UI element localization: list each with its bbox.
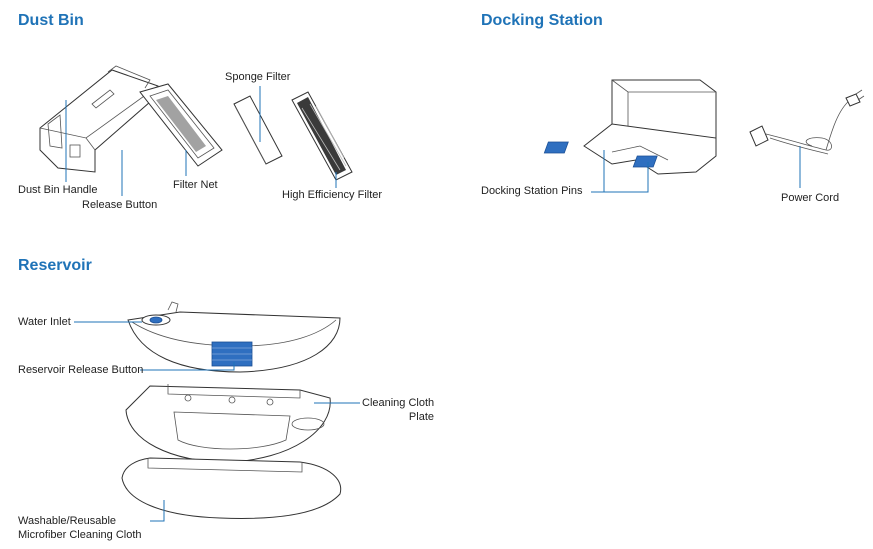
microfiber-cloth-illustration <box>121 457 342 519</box>
power-cord-label: Power Cord <box>781 192 840 204</box>
sponge-filter-illustration <box>233 95 283 165</box>
high-efficiency-filter-label: High Efficiency Filter <box>282 189 383 201</box>
docking-station-title: Docking Station <box>481 12 603 29</box>
dust-bin-title: Dust Bin <box>18 12 84 29</box>
water-inlet-label: Water Inlet <box>18 316 71 328</box>
docking-station-pins-callout-2 <box>604 162 649 193</box>
release-button-label: Release Button <box>82 199 158 211</box>
docking-station-pins-label: Docking Station Pins <box>481 185 583 197</box>
sponge-filter-label: Sponge Filter <box>225 71 291 83</box>
cleaning-cloth-plate-label-line1: Cleaning Cloth <box>362 397 435 409</box>
high-efficiency-filter-illustration <box>291 91 353 181</box>
cleaning-cloth-plate-label: Cleaning Cloth Plate <box>362 396 434 424</box>
cleaning-cloth-plate-label-line2: Plate <box>408 411 434 423</box>
dust-bin-illustration <box>39 65 223 173</box>
reservoir-title: Reservoir <box>18 257 92 274</box>
reservoir-release-button-label: Reservoir Release Button <box>18 364 144 376</box>
reservoir-tank-illustration <box>127 301 341 373</box>
cloth-label-line1: Washable/Reusable <box>18 515 117 527</box>
power-cord-illustration <box>749 89 865 155</box>
cleaning-cloth-plate-illustration <box>125 384 331 463</box>
cloth-label: Washable/Reusable Microfiber Cleaning Cl… <box>18 514 142 542</box>
reservoir-release-button-callout <box>140 362 235 371</box>
filter-net-label: Filter Net <box>173 179 218 191</box>
cloth-callout <box>150 500 165 522</box>
cloth-label-line2: Microfiber Cleaning Cloth <box>18 529 142 541</box>
dust-bin-handle-label: Dust Bin Handle <box>18 184 98 196</box>
docking-station-illustration <box>543 79 717 175</box>
